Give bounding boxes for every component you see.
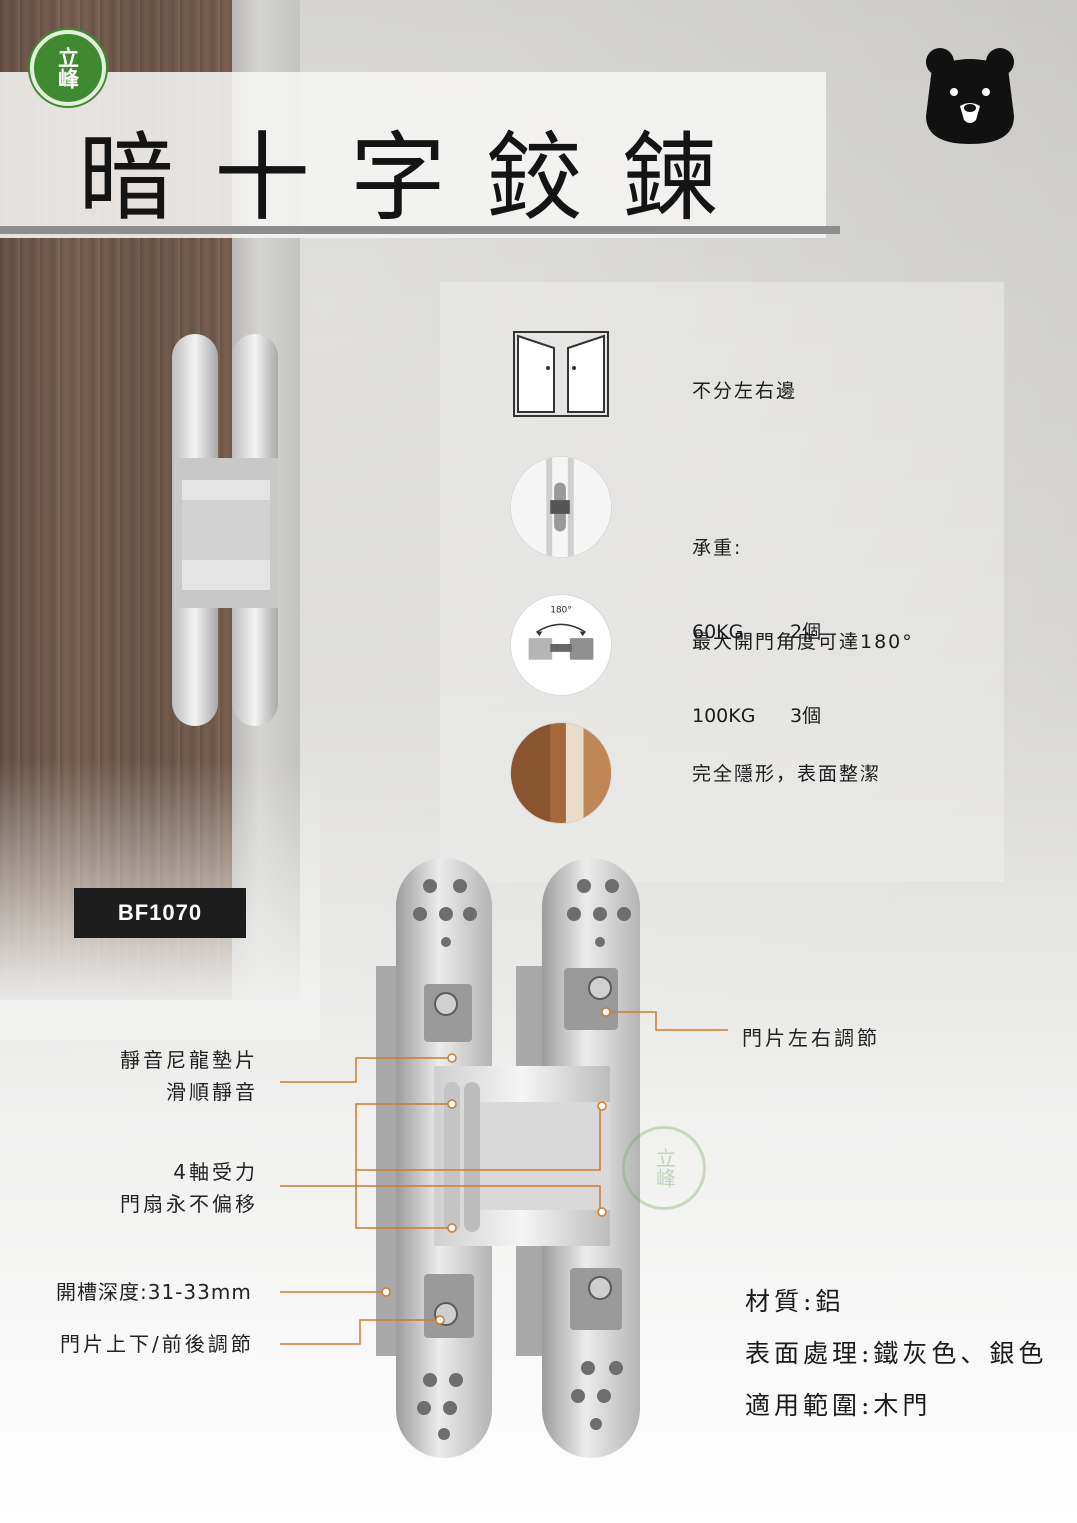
load-weight: 100KG — [692, 705, 756, 727]
load-qty: 2個 — [790, 621, 822, 643]
feature-invisible-text: 完全隱形，表面整潔 — [692, 763, 882, 785]
spec-list: 材質:鋁 表面處理:鐵灰色、銀色 適用範圍:木門 — [745, 1282, 1047, 1438]
angle-label: 180° — [550, 606, 571, 616]
model-number: BF1070 — [74, 888, 246, 938]
feature-reversible-text: 不分左右邊 — [692, 380, 798, 402]
brand-logo: 立峰 — [30, 30, 106, 106]
invisible-door-icon — [510, 722, 612, 824]
bear-icon — [926, 48, 1014, 144]
callout-slot-depth: 開槽深度:31-33mm — [56, 1280, 252, 1304]
spec-application: 適用範圍:木門 — [745, 1391, 932, 1420]
opening-angle-icon: 180° — [510, 594, 612, 696]
load-qty: 3個 — [790, 705, 822, 727]
hinge-on-door-icon — [510, 456, 612, 558]
double-door-icon — [513, 331, 609, 417]
watermark-logo-text: 立峰 — [652, 1148, 677, 1188]
load-row: 100KG 3個 — [692, 702, 821, 730]
load-row: 60KG 2個 — [692, 618, 821, 646]
load-weight: 60KG — [692, 621, 744, 643]
page-title: 暗十字鉸鍊 — [78, 122, 758, 234]
callout-lateral-adjust: 門片左右調節 — [742, 1026, 880, 1050]
spec-material: 材質:鋁 — [745, 1287, 845, 1316]
brand-logo-text: 立峰 — [55, 47, 81, 89]
callout-vertical-adjust: 門片上下/前後調節 — [60, 1332, 254, 1356]
spec-finish: 表面處理:鐵灰色、銀色 — [745, 1339, 1048, 1368]
callout-nylon-pad: 靜音尼龍墊片 滑順靜音 — [120, 1048, 258, 1104]
title-band — [0, 72, 826, 238]
watermark-logo: 立峰 — [622, 1126, 706, 1210]
feature-angle-text: 最大開門角度可達180° — [692, 631, 914, 653]
hinge-product-image — [376, 858, 640, 1458]
load-heading: 承重: — [692, 537, 743, 559]
title-underline — [0, 226, 840, 234]
installed-hinge-image — [172, 334, 278, 726]
feature-load-block: 承重: 60KG 2個 100KG 3個 — [692, 478, 821, 758]
callout-four-axis: 4軸受力 門扇永不偏移 — [120, 1160, 258, 1216]
